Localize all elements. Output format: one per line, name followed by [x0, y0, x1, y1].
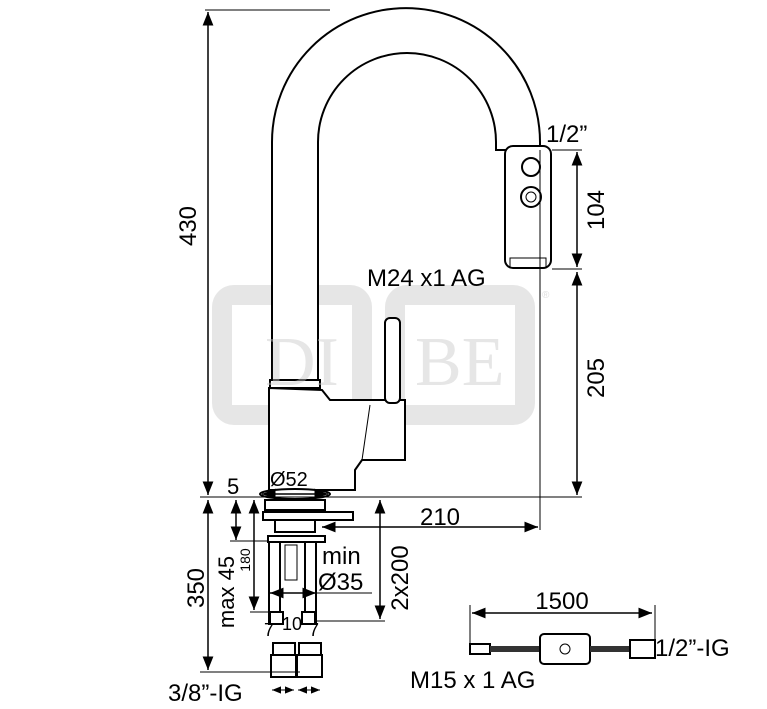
label-min: min: [322, 543, 361, 570]
dim-104: 104: [583, 190, 610, 230]
supply-hose: [469, 633, 656, 665]
label-hose-thread-right: 1/2”-IG: [655, 635, 730, 662]
spray-button-icon: [520, 186, 542, 208]
dim-430: 430: [175, 206, 202, 246]
lever-handle: [384, 317, 401, 404]
label-m24: M24 x1 AG: [367, 265, 486, 292]
watermark-frames: ®: [212, 285, 550, 425]
dim-base-diameter: Ø52: [270, 469, 308, 491]
dim-2x200: 2x200: [387, 545, 414, 610]
label-hose-thread-left: M15 x 1 AG: [410, 667, 535, 694]
registered-mark: ®: [542, 290, 550, 301]
label-supply-thread: 3/8”-IG: [168, 680, 243, 707]
dim-spacing-right: 7: [309, 620, 319, 640]
dim-205: 205: [583, 358, 610, 398]
watermark-letters-left: DI: [265, 324, 339, 401]
dim-base-thickness: 5: [227, 474, 239, 499]
dim-spray-thread: 1/2”: [546, 121, 587, 148]
mounting-parts: [262, 499, 354, 678]
hose-connector: [539, 633, 591, 665]
dim-180: 180: [237, 548, 253, 572]
watermark-logo: DI BE: [265, 324, 504, 401]
dimension-lines: [200, 9, 656, 694]
spray-button-icon: [521, 157, 541, 177]
label-min-diameter: Ø35: [318, 569, 363, 596]
dim-spacing-left: 7: [264, 620, 274, 640]
dim-210: 210: [420, 504, 460, 531]
dim-spacing-mid: 10: [282, 614, 302, 634]
dim-350: 350: [183, 568, 210, 608]
dim-max-45: max 45: [214, 556, 239, 628]
watermark-letters-right: BE: [415, 324, 504, 401]
faucet-body: [259, 317, 406, 500]
dim-1500: 1500: [535, 588, 588, 615]
